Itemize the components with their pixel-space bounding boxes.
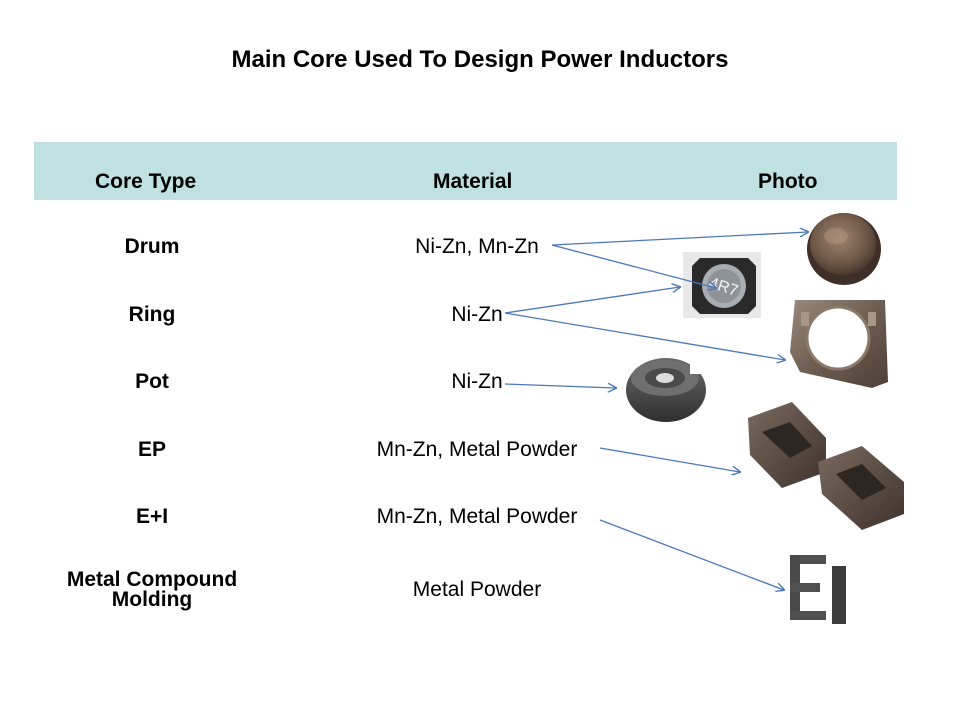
row-pot-material: Ni-Zn <box>451 370 503 393</box>
row-ep-type: EP <box>137 438 166 461</box>
table-header-band <box>34 142 897 200</box>
pot-core-photo <box>626 358 706 422</box>
ep-cores-photo <box>748 402 904 530</box>
ei-core-photo <box>790 555 846 624</box>
page-title: Main Core Used To Design Power Inductors <box>231 46 729 73</box>
arrow-ep-to-ep-core <box>599 447 740 472</box>
row-mcm-material: Metal Powder <box>412 578 542 601</box>
row-pot-type: Pot <box>135 370 169 393</box>
connector-arrows <box>504 232 808 590</box>
arrow-ring-to-smd <box>504 287 680 314</box>
row-ei-material: Mn-Zn, Metal Powder <box>376 505 578 528</box>
arrow-drum-to-drum-core <box>551 232 808 246</box>
smd-inductor-photo: 4R7 <box>683 252 761 318</box>
row-ring-type: Ring <box>128 303 176 326</box>
arrow-drum-to-smd <box>551 244 716 288</box>
arrow-pot-to-pot-core <box>504 384 616 388</box>
arrow-ring-to-ring-core <box>504 312 785 360</box>
drum-core-photo <box>807 213 881 285</box>
row-ep-material: Mn-Zn, Metal Powder <box>376 438 578 461</box>
row-mcm-type-line1: Metal Compound <box>66 568 238 591</box>
row-drum-material: Ni-Zn, Mn-Zn <box>415 235 539 258</box>
arrow-ei-to-ei-core <box>599 519 784 590</box>
ring-core-photo <box>790 300 888 388</box>
row-drum-type: Drum <box>124 235 180 258</box>
row-ring-material: Ni-Zn <box>451 303 503 326</box>
row-mcm-type: Metal Compound Molding <box>32 568 272 611</box>
header-photo: Photo <box>758 170 818 193</box>
header-core-type: Core Type <box>95 170 197 193</box>
row-ei-type: E+I <box>135 505 169 528</box>
header-material: Material <box>433 170 513 193</box>
row-mcm-type-line2: Molding <box>111 588 193 611</box>
